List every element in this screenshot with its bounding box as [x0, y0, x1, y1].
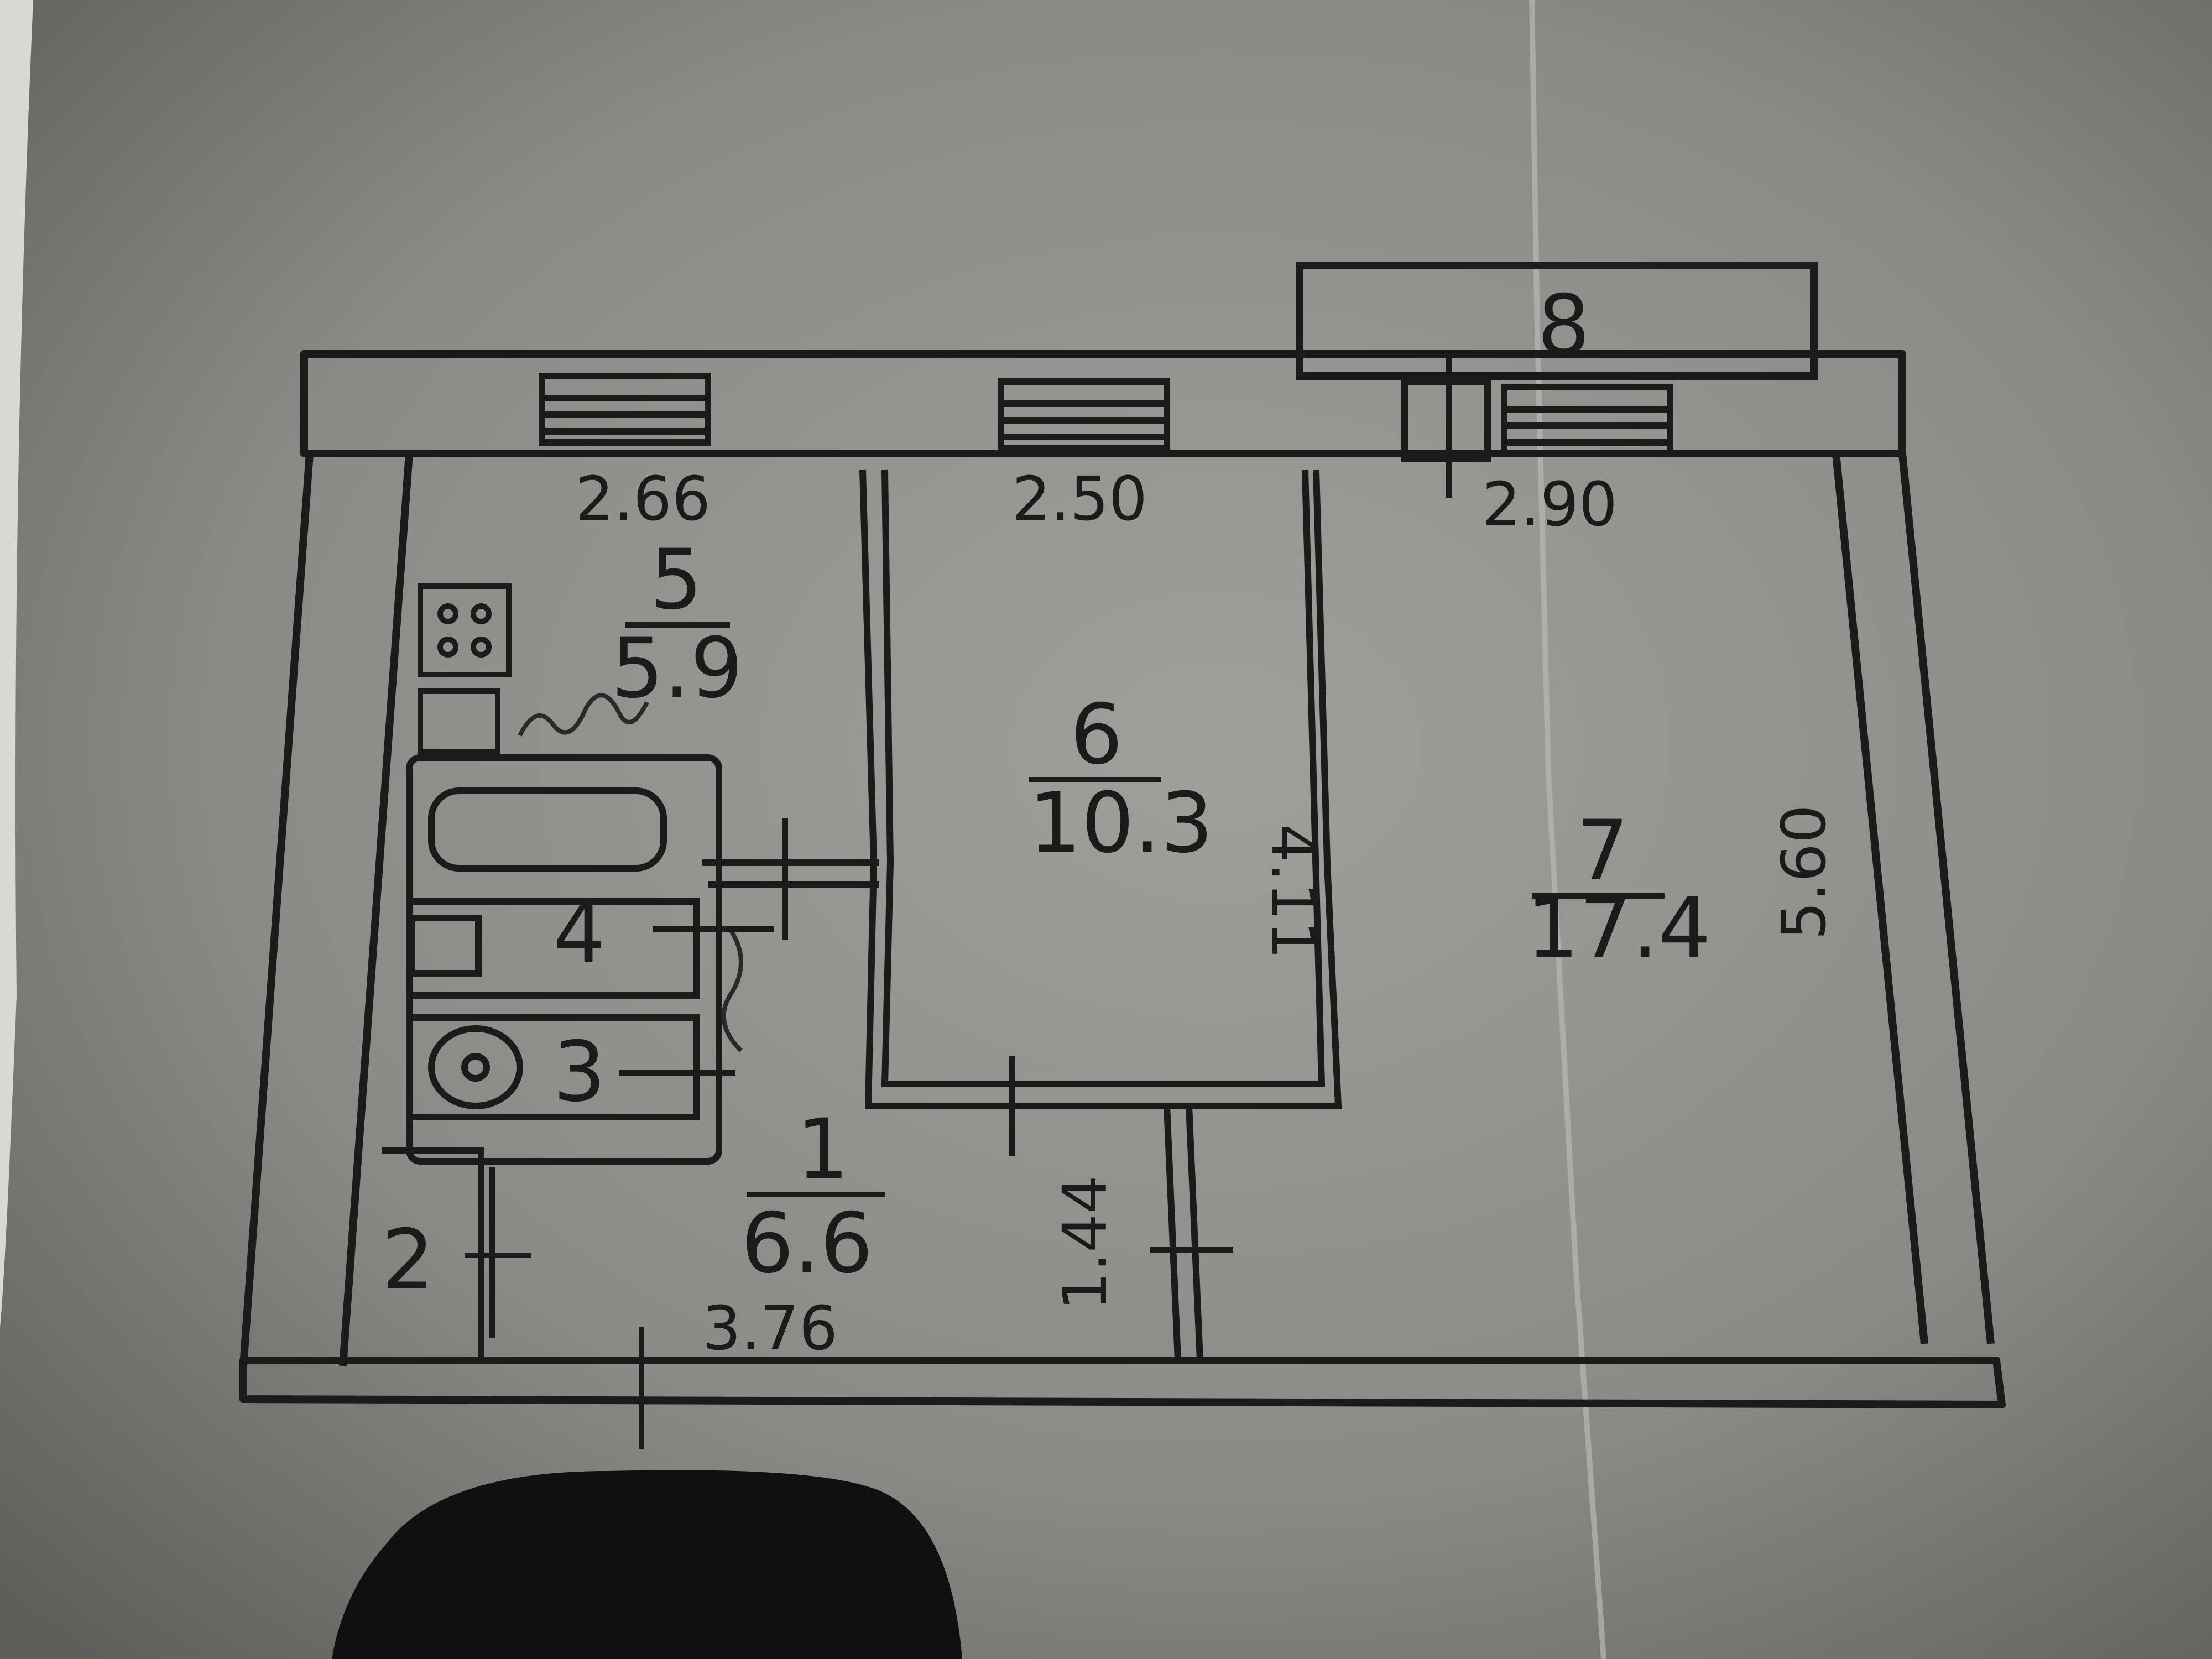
windows	[539, 354, 1673, 498]
room-4-number: 4	[553, 886, 606, 982]
fraction-lines	[625, 622, 1665, 1197]
finger-shadow	[332, 1470, 962, 1659]
dimension-room6-height: 4.11	[1258, 824, 1328, 959]
room-3-number: 3	[553, 1024, 606, 1120]
room-2-number: 2	[382, 1212, 434, 1308]
room-8-number: 8	[1537, 278, 1590, 374]
room-7-area: 17.4	[1526, 880, 1711, 977]
paper-left-edge	[0, 0, 33, 1327]
dimension-hall-height: 1.44	[1050, 1175, 1120, 1311]
door-ticks	[465, 818, 1233, 1449]
bathroom-block	[406, 754, 722, 1165]
room-6-area: 10.3	[1029, 775, 1213, 872]
dimension-hall-width: 3.76	[702, 1293, 838, 1364]
room-1-area: 6.6	[741, 1196, 873, 1292]
dimension-top-left: 2.66	[575, 463, 711, 534]
dimension-top-right: 2.90	[1482, 469, 1618, 540]
room-5-area: 5.9	[611, 620, 743, 717]
interior-walls	[382, 469, 1342, 1361]
room-5-number: 5	[650, 532, 702, 628]
room-6-number: 6	[1070, 687, 1123, 783]
dimension-top-mid: 2.50	[1012, 463, 1147, 534]
room-7-number: 7	[1576, 803, 1629, 899]
kitchen-stove	[418, 583, 512, 755]
outer-walls	[239, 350, 2006, 1408]
scribble-mark	[518, 693, 743, 1052]
room-1-number: 1	[796, 1102, 849, 1198]
dimension-room7-height: 5.60	[1768, 805, 1839, 940]
balcony-outline	[1296, 262, 1818, 380]
